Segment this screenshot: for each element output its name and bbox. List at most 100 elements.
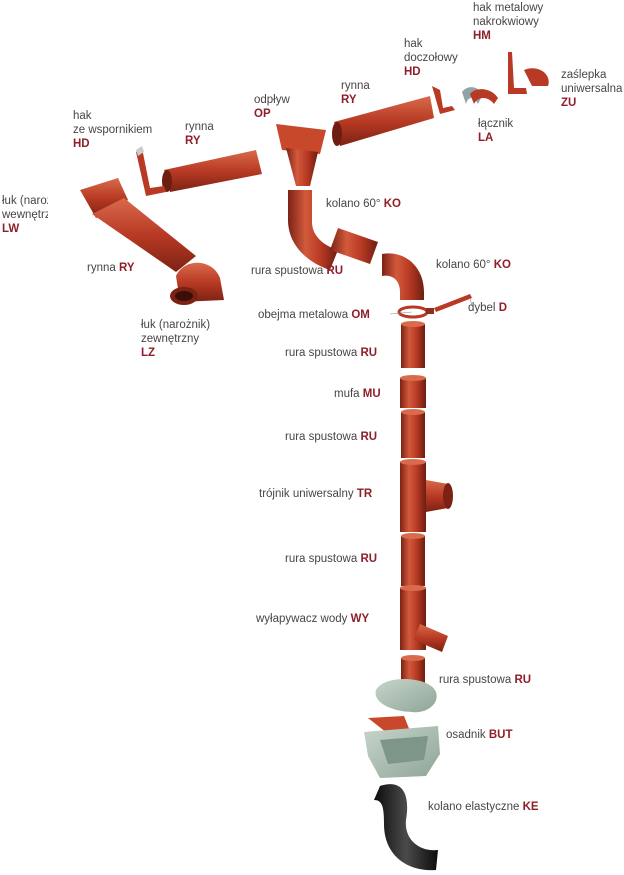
label-lz-text: łuk (narożnik) zewnętrzny <box>141 319 211 345</box>
downpipe-ru-3 <box>401 409 425 458</box>
label-zu-code: ZU <box>561 97 577 109</box>
label-ry-left: rynna RY <box>87 261 135 275</box>
settler-but <box>364 716 440 778</box>
label-lz-code: LZ <box>141 347 156 359</box>
gutter-ry-left <box>92 198 196 272</box>
label-hd-left-text: hak ze wspornikiem <box>73 110 153 136</box>
label-ru-2-text: rura spustowa <box>285 347 358 359</box>
label-ko-2-text: kolano 60° <box>436 259 491 271</box>
label-tr-text: trójnik uniwersalny <box>259 488 354 500</box>
wallplug-d <box>434 294 472 312</box>
label-ru-3: rura spustowa RU <box>285 430 377 444</box>
label-ry-mid-text: rynna <box>185 121 214 133</box>
elbow-ko-1 <box>288 190 338 270</box>
downpipe-ru-2 <box>401 321 425 368</box>
label-lw-code: LW <box>2 223 20 235</box>
hanger-hd-left <box>136 146 166 196</box>
label-ko-2: kolano 60° KO <box>436 258 511 272</box>
label-la: łącznik LA <box>478 117 513 145</box>
label-ke-text: kolano elastyczne <box>428 801 520 813</box>
label-la-code: LA <box>478 132 494 144</box>
label-op-text: odpływ <box>254 94 290 106</box>
label-hm-code: HM <box>473 30 491 42</box>
label-tr: trójnik uniwersalny TR <box>259 487 372 501</box>
corner-lw <box>80 178 128 218</box>
label-but-text: osadnik <box>446 729 486 741</box>
label-d-code: D <box>498 302 508 314</box>
label-ry-left-text: rynna <box>87 262 116 274</box>
label-ry-left-code: RY <box>118 262 135 274</box>
endcap-zu <box>524 68 549 86</box>
connector-la <box>462 87 498 104</box>
label-hd-top-text: hak doczołowy <box>404 38 458 64</box>
tee-tr <box>400 459 453 532</box>
label-ry-top-code: RY <box>341 94 357 106</box>
label-op-code: OP <box>254 108 271 120</box>
label-tr-code: TR <box>356 488 373 500</box>
label-ru-4: rura spustowa RU <box>285 552 377 566</box>
label-hd-left-code: HD <box>73 138 90 150</box>
label-ry-top-text: rynna <box>341 80 370 92</box>
label-ru-2-code: RU <box>360 347 378 359</box>
label-mu-text: mufa <box>334 388 360 400</box>
label-mu-code: MU <box>362 388 381 400</box>
label-ru-3-code: RU <box>360 431 378 443</box>
socket-mu <box>400 375 426 408</box>
label-ru-5-code: RU <box>514 674 532 686</box>
flexible-elbow-ke <box>374 784 438 871</box>
label-ko-1-code: KO <box>383 198 401 210</box>
label-d: dybel D <box>468 301 507 315</box>
label-hd-top-code: HD <box>404 66 421 78</box>
label-ru-1-text: rura spustowa <box>251 265 324 277</box>
label-ry-top: rynna RY <box>341 79 370 107</box>
label-hm: hak metalowy nakrokwiowy HM <box>473 1 543 43</box>
label-wy-code: WY <box>350 613 370 625</box>
gutter-ry-top <box>332 96 434 146</box>
label-la-text: łącznik <box>478 118 514 130</box>
label-but: osadnik BUT <box>446 728 512 742</box>
hook-hd-top <box>432 86 455 114</box>
label-om: obejma metalowa OM <box>258 308 370 322</box>
elbow-ko-2 <box>382 253 424 300</box>
gutter-ry-mid <box>162 150 262 192</box>
label-ru-3-text: rura spustowa <box>285 431 358 443</box>
corner-lz <box>170 262 224 305</box>
label-wy-text: wyłapywacz wody <box>256 613 348 625</box>
label-zu: zaślepka uniwersalna ZU <box>561 68 622 110</box>
downpipe-ru-1 <box>330 228 378 264</box>
label-hd-left: hak ze wspornikiem HD <box>73 109 152 151</box>
rain-collector-wy <box>400 585 448 652</box>
label-ko-1-text: kolano 60° <box>326 198 381 210</box>
label-ru-5-text: rura spustowa <box>439 674 512 686</box>
label-ru-5: rura spustowa RU <box>439 673 531 687</box>
outlet-op <box>276 124 326 186</box>
label-ko-2-code: KO <box>493 259 511 271</box>
label-ru-2: rura spustowa RU <box>285 346 377 360</box>
label-zu-text: zaślepka uniwersalna <box>561 69 623 95</box>
label-hm-text: hak metalowy nakrokwiowy <box>473 2 544 28</box>
downpipe-ru-4 <box>401 533 425 586</box>
label-ke-code: KE <box>522 801 539 813</box>
label-mu: mufa MU <box>334 387 381 401</box>
label-ru-1-code: RU <box>326 265 344 277</box>
leader-lines <box>389 297 473 315</box>
grate-plate <box>375 678 437 713</box>
label-wy: wyłapywacz wody WY <box>256 612 369 626</box>
label-d-text: dybel <box>468 302 496 314</box>
label-but-code: BUT <box>488 729 513 741</box>
label-ke: kolano elastyczne KE <box>428 800 539 814</box>
label-om-text: obejma metalowa <box>258 309 349 321</box>
hook-hm <box>508 52 527 94</box>
label-lw: łuk (narożnik) wewnętrzny LW <box>2 194 48 236</box>
label-ru-1: rura spustowa RU <box>251 264 343 278</box>
label-lz: łuk (narożnik) zewnętrzny LZ <box>141 318 210 360</box>
label-ry-mid-code: RY <box>185 135 201 147</box>
label-om-code: OM <box>351 309 370 321</box>
label-op: odpływ OP <box>254 93 290 121</box>
label-hd-top: hak doczołowy HD <box>404 37 458 79</box>
label-lw-text: łuk (narożnik) wewnętrzny <box>2 195 48 221</box>
label-ry-mid: rynna RY <box>185 120 214 148</box>
label-ru-4-text: rura spustowa <box>285 553 358 565</box>
label-ko-1: kolano 60° KO <box>326 197 401 211</box>
